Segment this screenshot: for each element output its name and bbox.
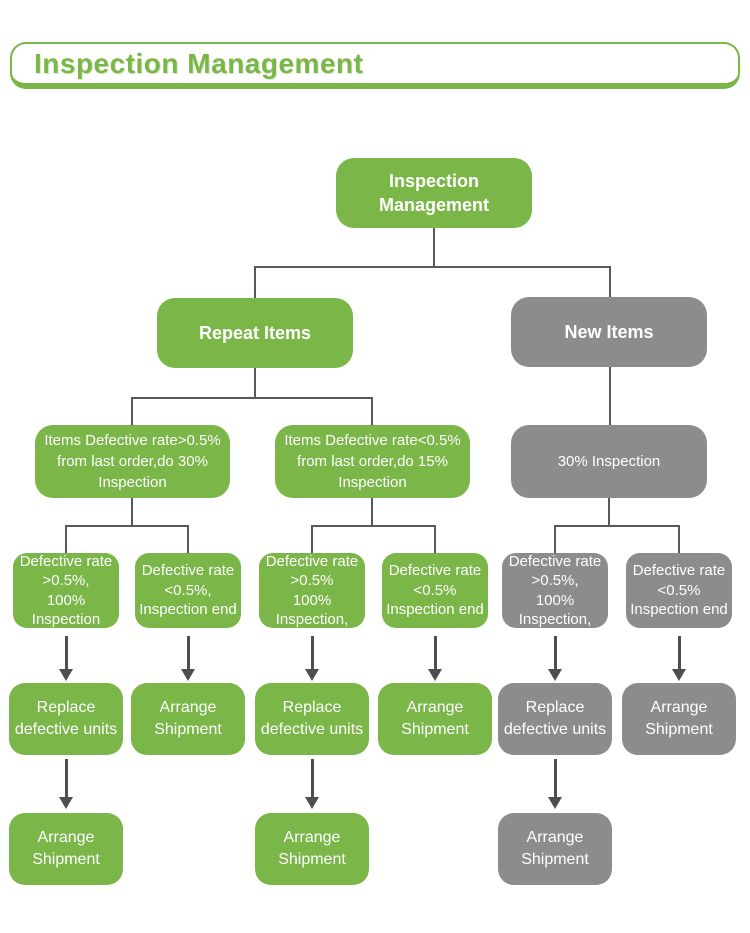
node-col2-arrange-shipment: Arrange Shipment bbox=[131, 683, 245, 755]
node-col1-replace-units: Replace defective units bbox=[9, 683, 123, 755]
node-col1-final-arrange-shipment: Arrange Shipment bbox=[9, 813, 123, 885]
connector-group3-stem bbox=[608, 498, 610, 527]
connector-to-new-items bbox=[609, 266, 611, 298]
page-title-banner: Inspection Management bbox=[10, 42, 740, 89]
node-col5-defect-check: Defective rate >0.5%, 100% Inspection, bbox=[502, 553, 608, 628]
node-col3-final-arrange-shipment: Arrange Shipment bbox=[255, 813, 369, 885]
connector-to-col6 bbox=[678, 525, 680, 553]
down-arrow-col1-final bbox=[59, 759, 73, 809]
node-col5-final-arrange-shipment: Arrange Shipment bbox=[498, 813, 612, 885]
connector-to-col5 bbox=[554, 525, 556, 553]
down-arrow-col3 bbox=[305, 636, 319, 681]
down-arrow-col4 bbox=[428, 636, 442, 681]
down-arrow-col5 bbox=[548, 636, 562, 681]
connector-root-stem bbox=[433, 228, 435, 268]
connector-to-repeat-high bbox=[131, 397, 133, 425]
connector-root-crossbar bbox=[254, 266, 611, 268]
node-col4-defect-check: Defective rate <0.5% Inspection end bbox=[382, 553, 488, 628]
node-col2-defect-check: Defective rate <0.5%, Inspection end bbox=[135, 553, 241, 628]
down-arrow-col5-final bbox=[548, 759, 562, 809]
node-repeat-defect-low: Items Defective rate<0.5% from last orde… bbox=[275, 425, 470, 498]
connector-to-repeat-items bbox=[254, 266, 256, 298]
node-new-30pct-inspection: 30% Inspection bbox=[511, 425, 707, 498]
connector-repeat-crossbar bbox=[131, 397, 373, 399]
node-col6-defect-check: Defective rate <0.5% Inspection end bbox=[626, 553, 732, 628]
connector-group3-crossbar bbox=[554, 525, 680, 527]
node-col6-arrange-shipment: Arrange Shipment bbox=[622, 683, 736, 755]
connector-to-col3 bbox=[311, 525, 313, 553]
node-col4-arrange-shipment: Arrange Shipment bbox=[378, 683, 492, 755]
connector-to-col2 bbox=[187, 525, 189, 553]
down-arrow-col3-final bbox=[305, 759, 319, 809]
connector-repeat-stem bbox=[254, 368, 256, 399]
node-col3-defect-check: Defective rate >0.5% 100% Inspection, bbox=[259, 553, 365, 628]
connector-newitems-stem bbox=[609, 367, 611, 425]
node-repeat-items: Repeat Items bbox=[157, 298, 353, 368]
node-new-items: New Items bbox=[511, 297, 707, 367]
page-title: Inspection Management bbox=[34, 47, 364, 79]
node-inspection-management-root: Inspection Management bbox=[336, 158, 532, 228]
node-col5-replace-units: Replace defective units bbox=[498, 683, 612, 755]
connector-group2-crossbar bbox=[311, 525, 436, 527]
connector-group1-stem bbox=[131, 498, 133, 527]
node-col3-replace-units: Replace defective units bbox=[255, 683, 369, 755]
connector-group1-crossbar bbox=[65, 525, 189, 527]
connector-group2-stem bbox=[371, 498, 373, 527]
connector-to-repeat-low bbox=[371, 397, 373, 425]
node-repeat-defect-high: Items Defective rate>0.5% from last orde… bbox=[35, 425, 230, 498]
down-arrow-col1 bbox=[59, 636, 73, 681]
down-arrow-col6 bbox=[672, 636, 686, 681]
node-col1-defect-check: Defective rate >0.5%, 100% Inspection bbox=[13, 553, 119, 628]
connector-to-col4 bbox=[434, 525, 436, 553]
connector-to-col1 bbox=[65, 525, 67, 553]
down-arrow-col2 bbox=[181, 636, 195, 681]
